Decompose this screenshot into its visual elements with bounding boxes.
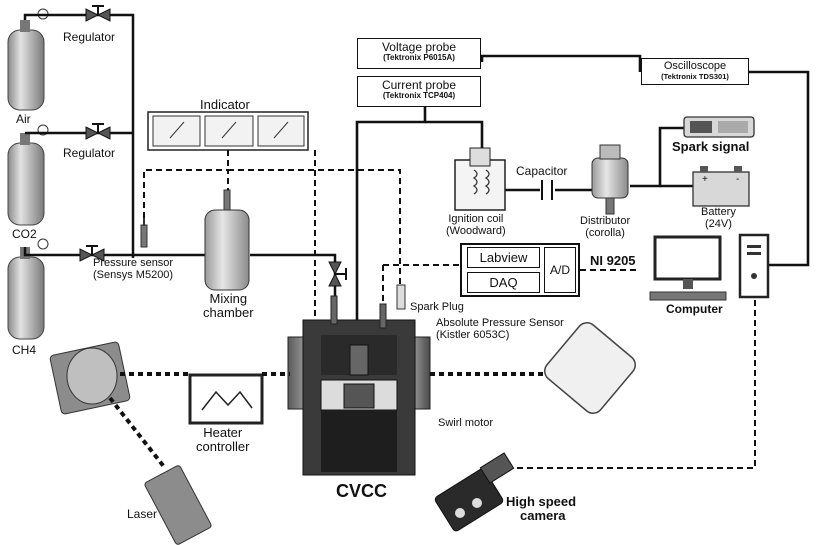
battery-plus-sign: +: [702, 174, 708, 185]
computer-icon: [649, 233, 770, 301]
mixing-chamber-tank: [204, 189, 250, 291]
battery-name: Battery: [701, 206, 736, 218]
voltage-probe-model: (Tektronix P6015A): [383, 52, 455, 62]
capacitor-icon: [541, 180, 553, 200]
high-speed-camera-label: High speed camera: [506, 495, 576, 522]
laser-icon: [144, 465, 212, 545]
air-cylinder: [7, 8, 49, 111]
ignition-coil-icon: [454, 147, 506, 211]
battery-voltage: (24V): [704, 217, 732, 230]
ad-label: A/D: [549, 263, 570, 277]
regulator-valve-icon: [85, 5, 111, 22]
heater-controller-line1: Heater: [203, 425, 243, 440]
capacitor-label: Capacitor: [516, 164, 568, 178]
high-speed-camera-icon: [434, 452, 515, 532]
ignition-coil-model: (Woodward): [446, 224, 506, 237]
regulator-label-middle: Regulator: [63, 146, 116, 160]
optical-path: [108, 372, 560, 470]
regulator-valve-icon: [85, 123, 111, 140]
pressure-sensor-model: (Sensys M5200): [93, 268, 174, 281]
co2-label: CO2: [12, 227, 37, 241]
battery-label: Battery (24V): [701, 206, 736, 230]
spark-signal-device: [683, 116, 755, 138]
signal-lines-dashed: [143, 150, 756, 469]
laser-label: Laser: [127, 507, 158, 521]
cvcc-label: CVCC: [336, 481, 388, 501]
mixing-chamber-label: Mixing chamber: [203, 292, 254, 319]
distributor-name: Distributor: [580, 215, 631, 227]
labview-label: Labview: [479, 250, 528, 265]
high-speed-camera-line2: camera: [520, 507, 566, 523]
pressure-sensor-label: Pressure sensor (Sensys M5200): [93, 257, 174, 281]
heater-controller-icon: [188, 373, 264, 425]
voltage-probe-title: Voltage probe: [381, 40, 457, 54]
heater-controller-line2: controller: [196, 438, 250, 454]
mixing-chamber-line1: Mixing: [209, 291, 248, 306]
current-probe-box: Current probe (Tektronix TCP404): [357, 76, 481, 107]
current-probe-model: (Tektronix TCP404): [382, 90, 456, 100]
oscilloscope-title: Oscilloscope: [663, 60, 727, 72]
oscilloscope-box: Oscilloscope (Tektronix TDS301): [641, 58, 749, 85]
abs-pressure-sensor-name: Absolute Pressure Sensor: [436, 317, 564, 329]
laser-mirror-icon: [49, 341, 131, 415]
co2-cylinder: [7, 124, 49, 226]
abs-pressure-sensor-model: (Kistler 6053C): [436, 328, 510, 341]
oscilloscope-model: (Tektronix TDS301): [661, 71, 729, 81]
ad-converter-box: A/D: [544, 247, 576, 293]
battery-icon: [692, 166, 750, 207]
spark-signal-label: Spark signal: [672, 139, 750, 154]
labview-box: Labview: [467, 247, 540, 268]
swirl-motor-label: Swirl motor: [438, 417, 494, 429]
distributor-icon: [591, 144, 629, 215]
concave-mirror-icon: [544, 322, 636, 414]
computer-label: Computer: [666, 302, 723, 316]
ni-9205-label: NI 9205: [590, 253, 636, 268]
ignition-coil-label: Ignition coil (Woodward): [446, 213, 506, 237]
current-probe-title: Current probe: [381, 78, 457, 92]
battery-minus-sign: -: [736, 174, 740, 185]
daq-label: DAQ: [489, 275, 518, 290]
indicator-label: Indicator: [200, 97, 250, 112]
distributor-label: Distributor (corolla): [580, 215, 631, 239]
ch4-label: CH4: [12, 343, 37, 357]
heater-controller-label: Heater controller: [196, 426, 249, 453]
abs-pressure-sensor-label: Absolute Pressure Sensor (Kistler 6053C): [436, 317, 564, 341]
high-speed-camera-line1: High speed: [506, 494, 577, 509]
air-label: Air: [16, 112, 31, 126]
pressure-sensor-icon: [140, 218, 148, 248]
regulator-label-top: Regulator: [63, 30, 116, 44]
distributor-model: (corolla): [585, 226, 625, 239]
chamber-valve-icon: [328, 261, 347, 287]
spark-plug-label: Spark Plug: [410, 301, 464, 313]
cvcc-vessel: [287, 284, 431, 476]
gas-lines: [23, 13, 337, 320]
voltage-probe-box: Voltage probe (Tektronix P6015A): [357, 38, 481, 69]
ignition-coil-name: Ignition coil: [448, 213, 504, 225]
indicator-panel: [147, 111, 309, 151]
mixing-chamber-line2: chamber: [203, 304, 254, 320]
pressure-sensor-name: Pressure sensor: [93, 257, 174, 269]
valve-icon: [79, 245, 105, 262]
daq-box: DAQ: [467, 272, 540, 293]
